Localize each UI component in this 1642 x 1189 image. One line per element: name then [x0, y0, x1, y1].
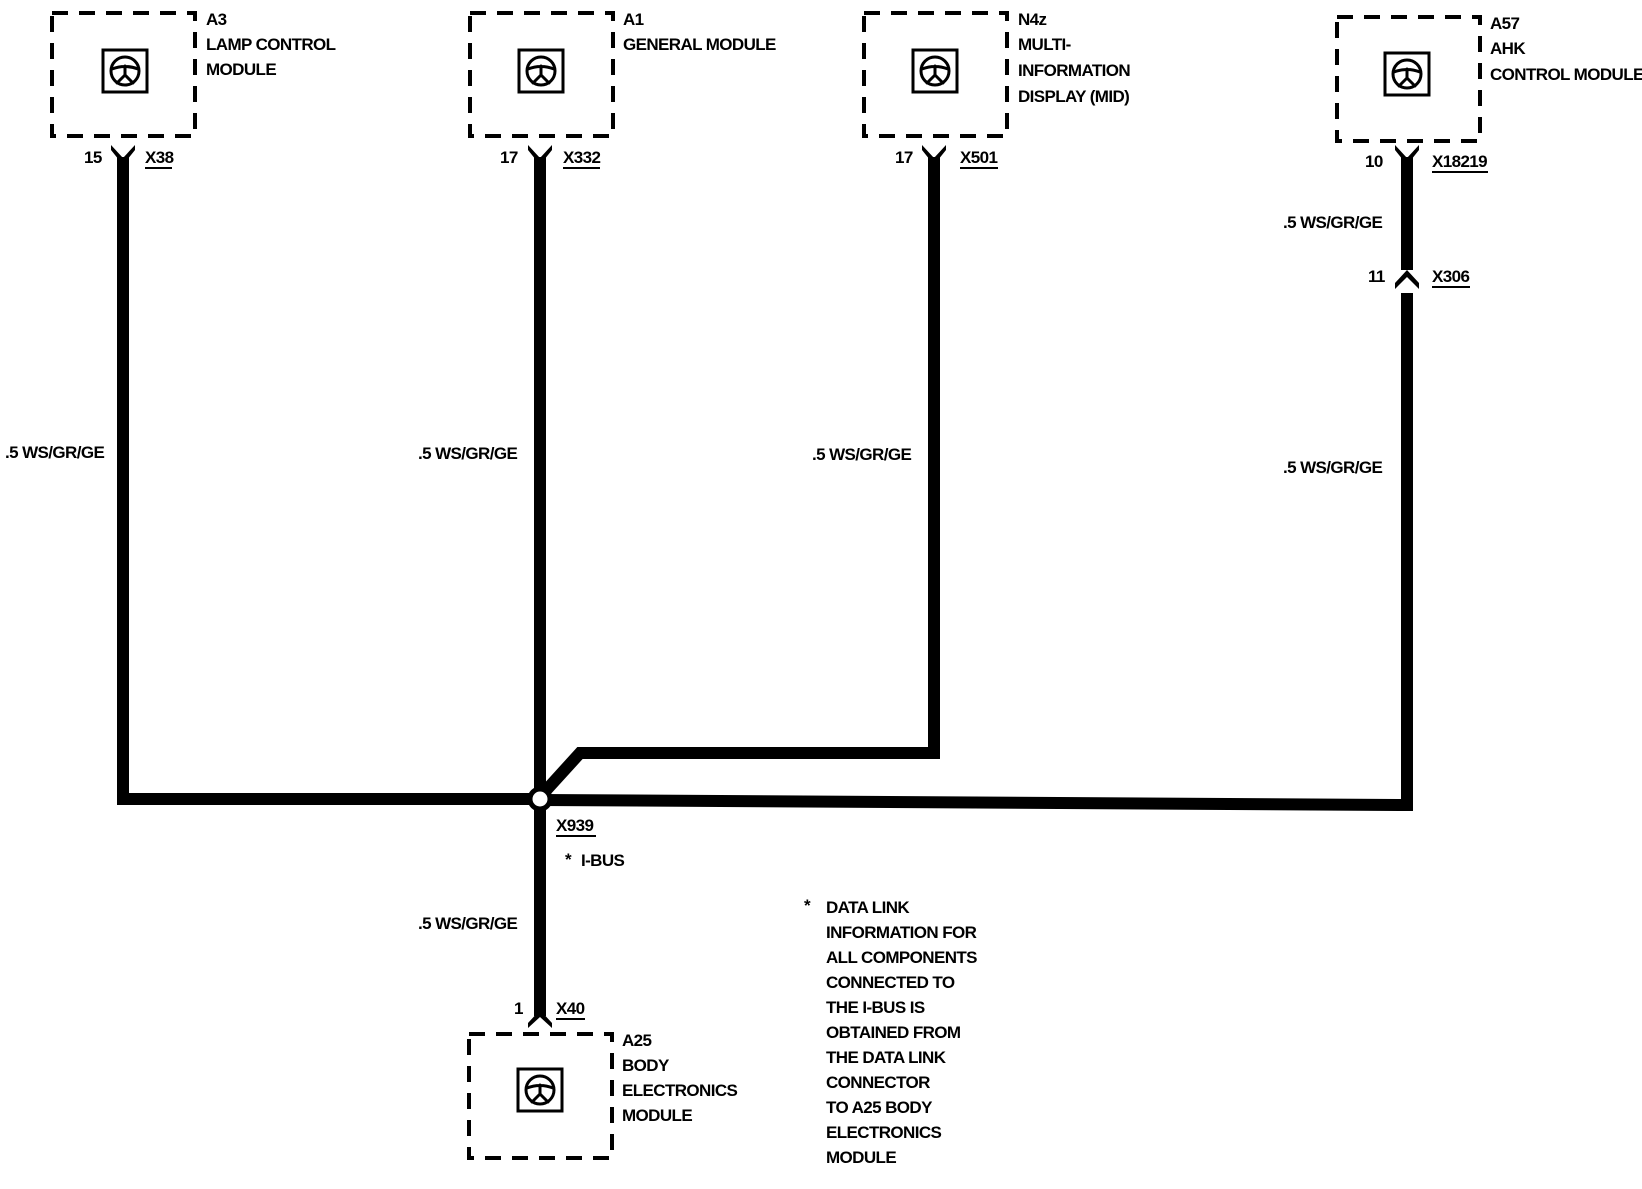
connector-x18219-name: X18219 [1432, 152, 1487, 171]
bus-marker: * [565, 850, 572, 869]
footnote-line-8: CONNECTOR [826, 1073, 930, 1092]
wire-label-a57-lower: .5 WS/GR/GE [1283, 458, 1382, 477]
splice-x939-node [527, 786, 553, 812]
wire-label-a57-upper: .5 WS/GR/GE [1283, 213, 1382, 232]
footnote-line-5: THE I-BUS IS [826, 998, 925, 1017]
module-a25-label-3: ELECTRONICS [622, 1081, 738, 1100]
footnote-line-6: OBTAINED FROM [826, 1023, 961, 1042]
module-a57-box [1335, 15, 1482, 143]
connector-x306-chevron [1395, 270, 1419, 289]
module-a1: A1 GENERAL MODULE [468, 10, 777, 138]
footnote-line-11: MODULE [826, 1148, 896, 1167]
module-n4z: N4z MULTI- INFORMATION DISPLAY (MID) [862, 10, 1131, 138]
module-n4z-label-3: INFORMATION [1018, 61, 1130, 80]
module-a3: A3 LAMP CONTROL MODULE [50, 10, 336, 138]
wire-label-a25: .5 WS/GR/GE [418, 914, 517, 933]
module-a3-label-2: LAMP CONTROL [206, 35, 336, 54]
footnote-marker: * [804, 896, 811, 915]
footnote-line-3: ALL COMPONENTS [826, 948, 977, 967]
connector-x40-name: X40 [556, 999, 585, 1018]
connector-x332-chevron [528, 145, 552, 165]
module-a57-label-2: AHK [1490, 39, 1526, 58]
connector-x501-name: X501 [960, 148, 997, 167]
pin-x306: 11 [1368, 267, 1385, 286]
module-icon [1383, 51, 1431, 97]
module-a1-label-1: A1 [623, 10, 644, 29]
footnote-line-9: TO A25 BODY [826, 1098, 933, 1117]
module-icon [516, 1067, 564, 1113]
connector-x40-chevron [528, 1010, 552, 1028]
connector-x306-name: X306 [1432, 267, 1469, 286]
module-n4z-label-1: N4z [1018, 10, 1047, 29]
wire-a3 [117, 157, 540, 805]
connector-x38-name: X38 [145, 148, 174, 167]
connector-marks [111, 145, 1419, 1028]
module-n4z-label-4: DISPLAY (MID) [1018, 87, 1129, 106]
module-n4z-label-2: MULTI- [1018, 35, 1071, 54]
module-a25-label-4: MODULE [622, 1106, 692, 1125]
wires [117, 157, 1413, 1016]
footnote-line-7: THE DATA LINK [826, 1048, 947, 1067]
footnote-line-2: INFORMATION FOR [826, 923, 977, 942]
wire-label-a1: .5 WS/GR/GE [418, 444, 517, 463]
module-a57-label-3: CONTROL MODULE [1490, 65, 1642, 84]
module-a25: A25 BODY ELECTRONICS MODULE [467, 1031, 738, 1160]
connector-x501-chevron [922, 145, 946, 165]
pin-x18219: 10 [1365, 152, 1383, 171]
pin-x332: 17 [500, 148, 518, 167]
connector-labels: 15 X38 17 X332 17 X501 10 X18219 11 X306… [84, 148, 1488, 1020]
module-a1-box [468, 11, 615, 138]
module-a25-box [467, 1032, 614, 1160]
pin-x40: 1 [514, 999, 523, 1018]
footnote-line-1: DATA LINK [826, 898, 910, 917]
module-a57: A57 AHK CONTROL MODULE [1335, 14, 1642, 143]
wire-label-a3: .5 WS/GR/GE [5, 443, 104, 462]
footnote-line-10: ELECTRONICS [826, 1123, 942, 1142]
pin-x501: 17 [895, 148, 913, 167]
module-icon [517, 48, 565, 94]
pin-x38: 15 [84, 148, 102, 167]
module-a3-label-1: A3 [206, 10, 227, 29]
module-icon [101, 48, 149, 94]
footnote: * DATA LINK INFORMATION FOR ALL COMPONEN… [804, 896, 978, 1167]
wire-a57-lower [539, 293, 1413, 812]
module-n4z-box [862, 11, 1009, 138]
connector-x38-chevron [111, 145, 135, 165]
connector-x332-name: X332 [563, 148, 600, 167]
wire-label-n4z: .5 WS/GR/GE [812, 445, 911, 464]
module-icon [911, 48, 959, 94]
module-a3-box [50, 11, 197, 138]
module-a25-label-1: A25 [622, 1031, 652, 1050]
wire-n4z [535, 157, 940, 802]
connector-x18219-chevron [1395, 145, 1419, 165]
module-a57-label-1: A57 [1490, 14, 1520, 33]
footnote-line-4: CONNECTED TO [826, 973, 955, 992]
splice-x939-name: X939 [556, 816, 593, 835]
module-a1-label-2: GENERAL MODULE [623, 35, 776, 54]
module-a3-label-3: MODULE [206, 60, 276, 79]
module-a25-label-2: BODY [622, 1056, 670, 1075]
bus-label: I-BUS [581, 851, 625, 870]
wire-labels: .5 WS/GR/GE .5 WS/GR/GE .5 WS/GR/GE .5 W… [5, 213, 1383, 933]
